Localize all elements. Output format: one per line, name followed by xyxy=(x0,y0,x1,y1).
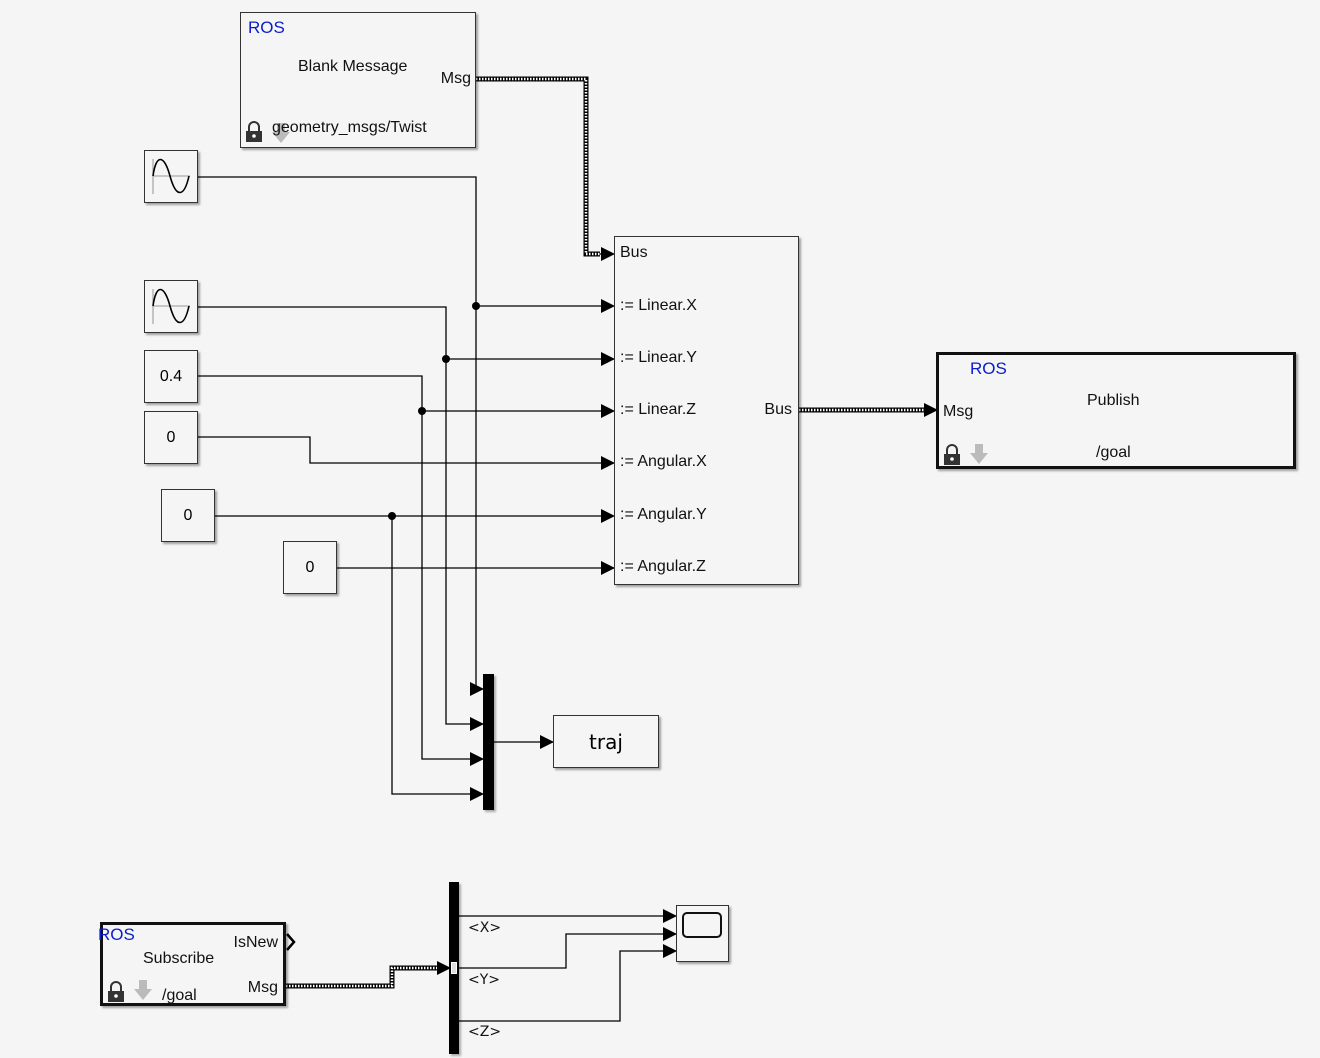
branch-point xyxy=(418,407,426,415)
download-arrow-icon xyxy=(134,980,152,1000)
blank-message-block[interactable]: ROS Blank Message Msg geometry_msgs/Twis… xyxy=(240,12,476,148)
branch-point xyxy=(388,512,396,520)
sine-wave-block-2[interactable] xyxy=(144,280,198,333)
mux-block[interactable] xyxy=(483,674,494,810)
port-label-msg: Msg xyxy=(943,403,974,420)
wire-const0-angular-x[interactable] xyxy=(198,436,615,470)
constant-value: 0 xyxy=(305,558,315,576)
wire-sel-z[interactable] xyxy=(459,944,677,1022)
wire-sine1[interactable] xyxy=(198,176,484,696)
bus-selector-port-marker xyxy=(451,962,457,974)
sine-wave-icon xyxy=(152,288,190,324)
signal-label-x: <X> xyxy=(468,920,502,936)
port-label-msg: Msg xyxy=(247,979,278,996)
port-label-field: := Linear.Y xyxy=(620,349,697,366)
download-arrow-icon xyxy=(970,444,988,464)
lock-icon xyxy=(108,981,124,1002)
block-title: Blank Message xyxy=(298,58,408,75)
port-label-field: := Angular.Z xyxy=(620,558,706,575)
port-label-field: := Linear.Z xyxy=(620,401,697,418)
constant-block[interactable]: 0 xyxy=(144,411,198,464)
wire-const0-mux[interactable] xyxy=(391,516,484,801)
branch-point xyxy=(442,355,450,363)
to-workspace-block[interactable]: traj xyxy=(553,715,659,768)
sine-wave-block-1[interactable] xyxy=(144,150,198,203)
port-label-field: := Linear.X xyxy=(620,297,697,314)
lock-icon xyxy=(944,444,960,465)
constant-block[interactable]: 0 xyxy=(161,489,215,542)
wire-sel-y[interactable] xyxy=(459,927,677,969)
port-label-isnew: IsNew xyxy=(233,934,278,951)
ros-subscribe-block[interactable]: ROS Subscribe IsNew Msg /goal xyxy=(98,922,286,1006)
ros-badge: ROS xyxy=(98,925,135,944)
scope-icon xyxy=(682,912,722,938)
download-arrow-icon xyxy=(272,123,290,143)
bus-selector-block[interactable] xyxy=(449,882,459,1054)
isnew-port-chevron-icon xyxy=(286,933,296,951)
port-label-field: := Angular.Y xyxy=(620,506,707,523)
constant-value: 0 xyxy=(166,428,176,446)
variable-name: traj xyxy=(589,729,623,754)
bus-wire-subscribe[interactable] xyxy=(286,961,451,989)
block-title: Subscribe xyxy=(143,950,215,967)
branch-point xyxy=(472,302,480,310)
ros-badge: ROS xyxy=(970,359,1007,378)
ros-badge: ROS xyxy=(248,18,285,37)
sine-wave-icon xyxy=(152,158,190,194)
port-label-field: := Angular.X xyxy=(620,453,707,470)
scope-block[interactable] xyxy=(676,905,729,962)
block-title: Publish xyxy=(1087,392,1140,409)
signal-label-y: <Y> xyxy=(468,972,501,988)
topic-name: /goal xyxy=(162,987,197,1004)
port-label-bus-out: Bus xyxy=(764,401,792,418)
constant-value: 0 xyxy=(183,506,193,524)
topic-name: /goal xyxy=(1096,444,1131,461)
constant-value: 0.4 xyxy=(159,367,183,385)
bus-assignment-block[interactable]: Bus := Linear.X := Linear.Y := Linear.Z … xyxy=(614,236,799,585)
port-label-msg: Msg xyxy=(440,70,471,87)
port-label-bus-in: Bus xyxy=(620,244,648,261)
constant-block[interactable]: 0.4 xyxy=(144,350,198,403)
ros-publish-block[interactable]: ROS Publish Msg /goal xyxy=(936,352,1296,469)
signal-label-z: <Z> xyxy=(468,1024,502,1040)
constant-block[interactable]: 0 xyxy=(283,541,337,594)
message-type: geometry_msgs/Twist xyxy=(272,119,427,136)
lock-icon xyxy=(246,121,262,142)
bus-wire-blankmsg[interactable] xyxy=(476,76,615,261)
